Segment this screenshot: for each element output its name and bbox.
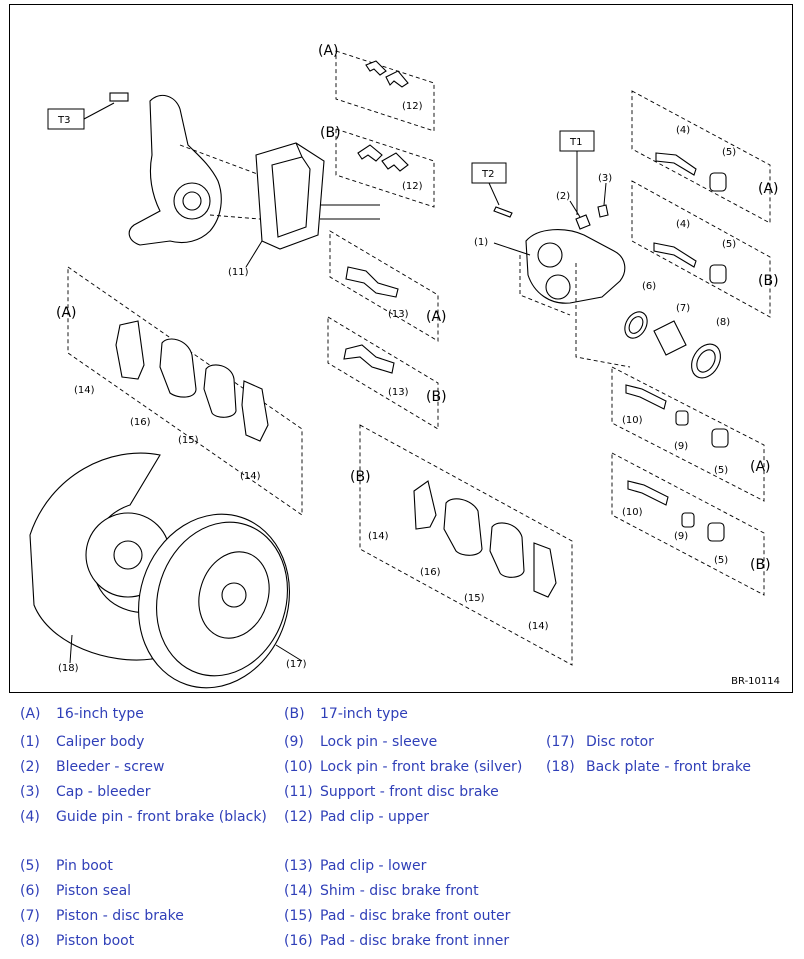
torque-tag-t3: T3: [47, 102, 115, 130]
svg-text:T2: T2: [481, 169, 494, 180]
callout-12: (12): [402, 181, 423, 192]
figure-id: BR-10114: [731, 676, 780, 687]
callout-5: (5): [722, 239, 736, 250]
group-label: (A): [750, 459, 771, 475]
group-box-guide-pin-a: [631, 90, 771, 224]
exploded-brake-diagram: T3 T1 T2: [9, 4, 793, 693]
steering-knuckle: [109, 92, 273, 246]
callout-2: (2): [556, 191, 570, 202]
group-box-guide-pin-b: [631, 180, 771, 318]
svg-text:T1: T1: [569, 137, 582, 148]
callout-10: (10): [622, 507, 643, 518]
callout-14: (14): [368, 531, 389, 542]
group-box-12b: [335, 128, 435, 208]
callout-13: (13): [388, 309, 409, 320]
group-label: (B): [750, 557, 771, 573]
callout-10: (10): [622, 415, 643, 426]
callout-15: (15): [464, 593, 485, 604]
callout-14: (14): [74, 385, 95, 396]
callout-9: (9): [674, 531, 688, 542]
callout-12: (12): [402, 101, 423, 112]
callout-7: (7): [676, 303, 690, 314]
callout-6: (6): [642, 281, 656, 292]
callout-1: (1): [474, 237, 488, 248]
piston-set: [624, 311, 721, 379]
callout-15: (15): [178, 435, 199, 446]
callout-16: (16): [130, 417, 151, 428]
callout-8: (8): [716, 317, 730, 328]
group-box-lock-pin-b: [611, 452, 765, 596]
group-box-13b: [327, 316, 439, 430]
callout-5: (5): [714, 465, 728, 476]
svg-text:T3: T3: [57, 115, 70, 126]
group-label: (B): [350, 469, 371, 485]
brake-support-bracket: [255, 142, 380, 250]
caliper-body: [493, 204, 631, 368]
torque-tag-t1: T1: [559, 130, 595, 215]
group-label: (A): [56, 305, 77, 321]
torque-tag-t2: T2: [471, 162, 507, 206]
callout-16: (16): [420, 567, 441, 578]
disc-rotor: [138, 513, 290, 689]
group-label: (A): [758, 181, 779, 197]
callout-3: (3): [598, 173, 612, 184]
callout-5: (5): [722, 147, 736, 158]
group-label: (A): [426, 309, 447, 325]
group-box-lock-pin-a: [611, 366, 765, 502]
group-label: (B): [426, 389, 447, 405]
group-box-13a: [329, 230, 439, 342]
callout-17: (17): [286, 659, 307, 670]
callout-18: (18): [58, 663, 79, 674]
diagram-svg: T3 T1 T2: [29, 43, 779, 689]
group-box-12a: [335, 50, 435, 132]
callout-4: (4): [676, 125, 690, 136]
group-box-pads-b: [359, 424, 573, 666]
group-box-pads-a: [67, 266, 303, 516]
group-label: (A): [318, 43, 339, 59]
callout-14: (14): [240, 471, 261, 482]
group-label: (B): [320, 125, 341, 141]
callout-13: (13): [388, 387, 409, 398]
callout-9: (9): [674, 441, 688, 452]
group-label: (B): [758, 273, 779, 289]
callout-11: (11): [228, 267, 249, 278]
callout-14: (14): [528, 621, 549, 632]
callout-4: (4): [676, 219, 690, 230]
callout-5: (5): [714, 555, 728, 566]
